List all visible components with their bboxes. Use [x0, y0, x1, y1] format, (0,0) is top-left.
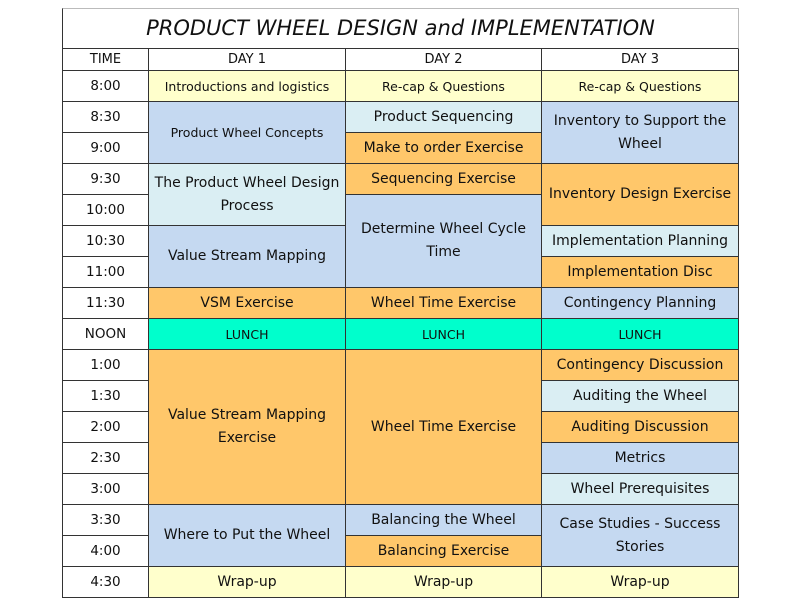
session-cell: Inventory to Support the Wheel: [542, 102, 739, 164]
session-cell: Balancing Exercise: [346, 536, 542, 567]
time-slot: 9:00: [63, 133, 149, 164]
time-slot: NOON: [63, 319, 149, 350]
time-slot: 9:30: [63, 164, 149, 195]
session-cell: Re-cap & Questions: [346, 71, 542, 102]
session-cell: Wheel Time Exercise: [346, 350, 542, 505]
time-slot: 4:30: [63, 567, 149, 598]
time-slot: 4:00: [63, 536, 149, 567]
column-header: DAY 1: [149, 49, 346, 71]
time-slot: 8:00: [63, 71, 149, 102]
session-cell: Wrap-up: [542, 567, 739, 598]
session-cell: Auditing Discussion: [542, 412, 739, 443]
time-slot: 11:30: [63, 288, 149, 319]
session-cell: Introductions and logistics: [149, 71, 346, 102]
column-header: DAY 3: [542, 49, 739, 71]
column-header: TIME: [63, 49, 149, 71]
session-cell: LUNCH: [149, 319, 346, 350]
session-cell: Contingency Discussion: [542, 350, 739, 381]
time-slot: 10:30: [63, 226, 149, 257]
session-cell: Auditing the Wheel: [542, 381, 739, 412]
session-cell: Make to order Exercise: [346, 133, 542, 164]
session-cell: Where to Put the Wheel: [149, 505, 346, 567]
time-slot: 2:00: [63, 412, 149, 443]
time-slot: 3:00: [63, 474, 149, 505]
time-slot: 10:00: [63, 195, 149, 226]
session-cell: Product Wheel Concepts: [149, 102, 346, 164]
time-slot: 3:30: [63, 505, 149, 536]
time-slot: 11:00: [63, 257, 149, 288]
session-cell: Metrics: [542, 443, 739, 474]
time-slot: 1:30: [63, 381, 149, 412]
session-cell: Wheel Prerequisites: [542, 474, 739, 505]
session-cell: Sequencing Exercise: [346, 164, 542, 195]
session-cell: Balancing the Wheel: [346, 505, 542, 536]
session-cell: LUNCH: [346, 319, 542, 350]
session-cell: Product Sequencing: [346, 102, 542, 133]
time-slot: 8:30: [63, 102, 149, 133]
session-cell: LUNCH: [542, 319, 739, 350]
session-cell: Case Studies - Success Stories: [542, 505, 739, 567]
schedule-table: PRODUCT WHEEL DESIGN and IMPLEMENTATION …: [62, 8, 739, 598]
session-cell: The Product Wheel Design Process: [149, 164, 346, 226]
session-cell: VSM Exercise: [149, 288, 346, 319]
session-cell: Implementation Disc: [542, 257, 739, 288]
time-slot: 2:30: [63, 443, 149, 474]
session-cell: Wrap-up: [346, 567, 542, 598]
schedule-title: PRODUCT WHEEL DESIGN and IMPLEMENTATION: [63, 9, 739, 49]
session-cell: Wrap-up: [149, 567, 346, 598]
session-cell: Value Stream Mapping Exercise: [149, 350, 346, 505]
time-slot: 1:00: [63, 350, 149, 381]
column-header: DAY 2: [346, 49, 542, 71]
session-cell: Implementation Planning: [542, 226, 739, 257]
session-cell: Re-cap & Questions: [542, 71, 739, 102]
session-cell: Value Stream Mapping: [149, 226, 346, 288]
session-cell: Inventory Design Exercise: [542, 164, 739, 226]
session-cell: Contingency Planning: [542, 288, 739, 319]
session-cell: Wheel Time Exercise: [346, 288, 542, 319]
session-cell: Determine Wheel Cycle Time: [346, 195, 542, 288]
